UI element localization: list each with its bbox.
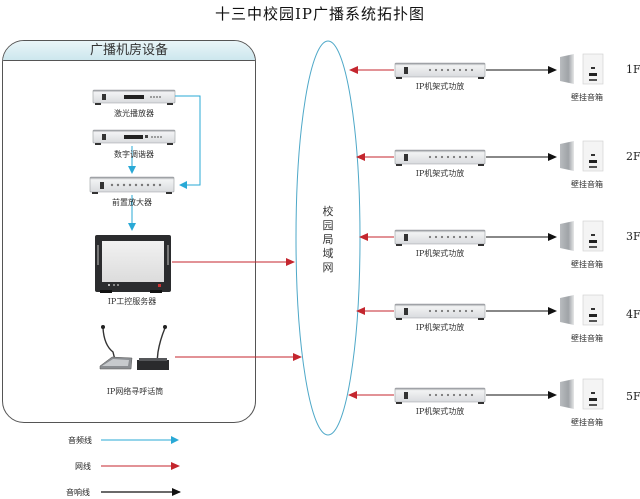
laser-player-device	[92, 89, 176, 105]
amplifier-label: IP机架式功放	[415, 407, 465, 416]
laser-player-label: 激光播放器	[114, 109, 154, 118]
zone-row-2f	[356, 140, 604, 172]
ip-server-label: IP工控服务器	[107, 297, 157, 306]
floor-label: 3F	[626, 230, 640, 243]
floor-label: 4F	[626, 308, 640, 321]
zones-layer	[348, 53, 604, 410]
preamplifier-label: 前置放大器	[112, 198, 152, 207]
amplifier-label: IP机架式功放	[415, 249, 465, 258]
rack-amplifier-icon	[394, 387, 486, 404]
equipment-room-header: 广播机房设备	[3, 41, 255, 61]
floor-label: 5F	[626, 390, 640, 403]
ip-server-device	[95, 235, 171, 293]
wall-speaker-icon	[560, 140, 604, 172]
rack-amplifier-icon	[394, 149, 486, 166]
floor-label: 1F	[626, 63, 640, 76]
zone-row-3f	[359, 220, 604, 252]
zone-row-1f	[349, 53, 604, 85]
wall-speaker-icon	[560, 294, 604, 326]
digital-tuner-device	[92, 129, 176, 145]
wall-speaker-icon	[560, 220, 604, 252]
legend-network-label: 网线	[75, 462, 91, 471]
zone-row-5f	[348, 378, 604, 410]
amplifier-label: IP机架式功放	[415, 323, 465, 332]
speaker-label: 壁挂音箱	[571, 260, 603, 269]
campus-lan-label: 校 园 局 域 网	[322, 205, 334, 274]
speaker-label: 壁挂音箱	[571, 93, 603, 102]
speaker-label: 壁挂音箱	[571, 180, 603, 189]
audio-connectors	[128, 95, 201, 231]
preamplifier-device	[89, 176, 175, 194]
amplifier-label: IP机架式功放	[415, 82, 465, 91]
wall-speaker-icon	[560, 378, 604, 410]
rack-amplifier-icon	[394, 62, 486, 79]
legend-arrows	[101, 436, 181, 496]
diagram-title: 十三中校园IP广播系统拓扑图	[214, 5, 426, 23]
speaker-label: 壁挂音箱	[571, 334, 603, 343]
zone-row-4f	[356, 294, 604, 326]
rack-amplifier-icon	[394, 303, 486, 320]
speaker-label: 壁挂音箱	[571, 418, 603, 427]
floor-label: 2F	[626, 150, 640, 163]
wall-speaker-icon	[560, 53, 604, 85]
digital-tuner-label: 数字调谐器	[114, 150, 154, 159]
paging-microphone-device	[99, 325, 169, 370]
network-connectors-left	[172, 258, 302, 361]
paging-microphone-label: IP网络寻呼话筒	[106, 387, 164, 396]
amplifier-label: IP机架式功放	[415, 169, 465, 178]
rack-amplifier-icon	[394, 229, 486, 246]
legend-speaker-label: 音响线	[66, 488, 90, 497]
legend-audio-label: 音频线	[68, 436, 92, 445]
